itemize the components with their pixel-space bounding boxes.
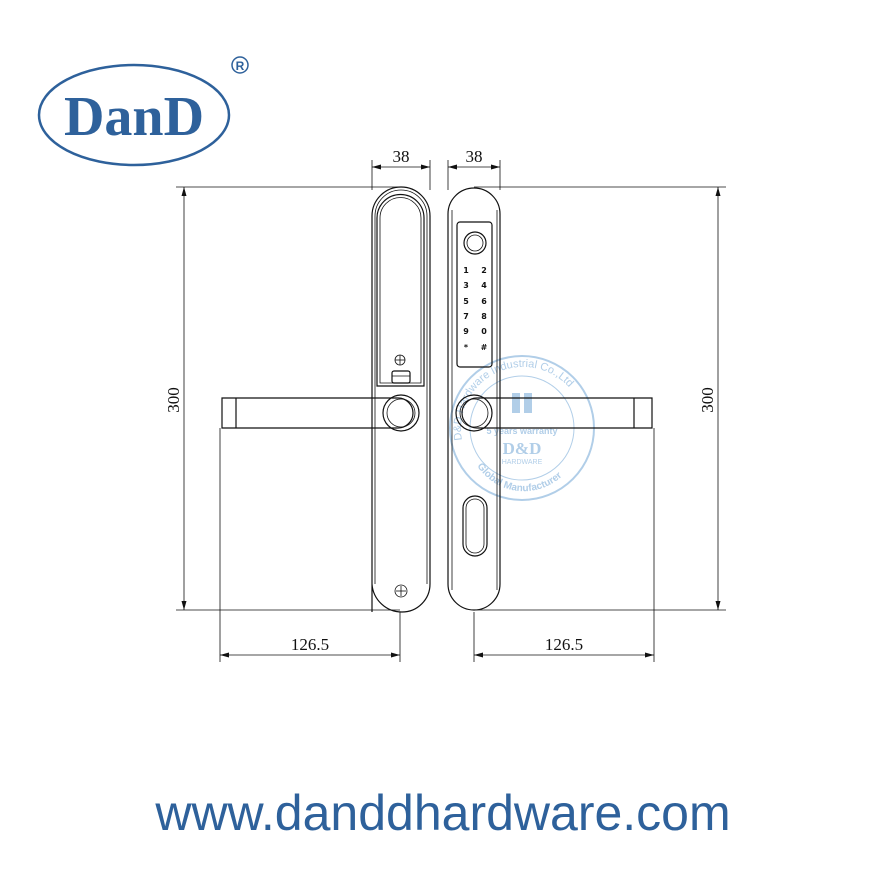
dim-right-lever: 126.5 [545,635,583,654]
key-7: 7 [463,312,469,321]
logo-text: DanD [64,86,204,148]
website-url: www.danddhardware.com [155,785,731,841]
svg-text:D&D: D&D [503,439,542,458]
right-lock-view: 1 2 3 4 5 6 7 8 9 0 * # [447,187,653,611]
dand-logo: DanD R [37,56,249,167]
svg-text:R: R [236,59,245,73]
key-0: 0 [481,327,487,336]
dim-left-width: 38 [393,147,410,166]
key-9: 9 [463,327,469,336]
key-star: * [464,343,469,352]
svg-text:HARDWARE: HARDWARE [502,459,543,466]
dim-right-width: 38 [466,147,483,166]
key-6: 6 [481,297,487,306]
key-5: 5 [463,297,469,306]
key-2: 2 [481,266,487,275]
svg-text:Global Manufacturer: Global Manufacturer [475,461,565,494]
key-3: 3 [463,281,469,290]
key-8: 8 [481,312,487,321]
key-4: 4 [481,281,487,290]
left-lock-view [221,186,431,613]
keypad: 1 2 3 4 5 6 7 8 9 0 * # [463,266,487,352]
dim-left-lever: 126.5 [291,635,329,654]
key-hash: # [481,343,488,352]
dim-left-height: 300 [164,387,183,413]
svg-text:5 years warranty: 5 years warranty [486,426,557,436]
dim-right-height: 300 [698,387,717,413]
key-1: 1 [463,266,469,275]
dimension-lines [176,160,726,662]
